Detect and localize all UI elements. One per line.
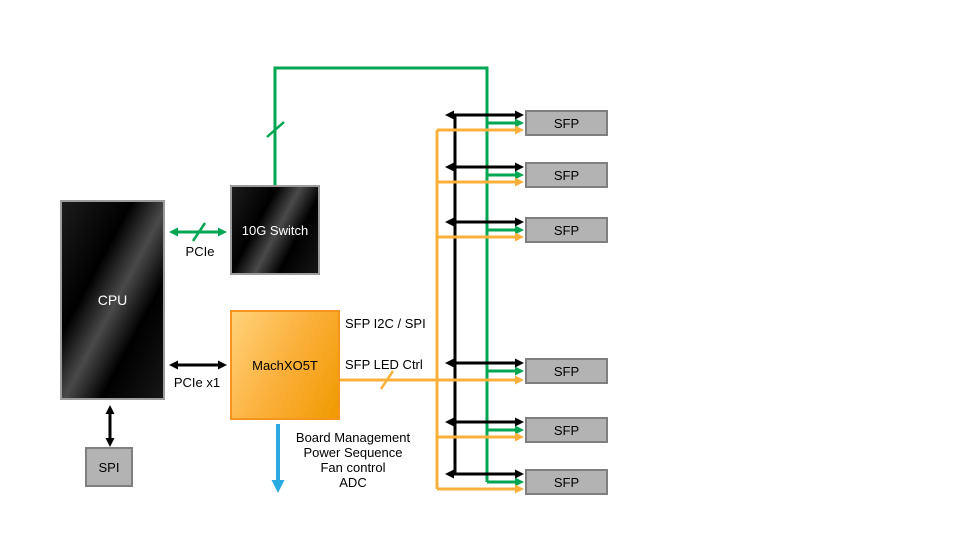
sfp-block-5: SFP [525, 417, 608, 443]
mgmt-line-1: Board Management [295, 430, 411, 445]
pcie-x1-label: PCIe x1 [173, 375, 221, 390]
pcie-link-green [169, 222, 227, 242]
mgmt-line-4: ADC [339, 475, 367, 490]
sfp-block-3: SFP [525, 217, 608, 243]
black-sfp-bus [445, 110, 524, 479]
switch-block: 10G Switch [230, 185, 320, 275]
board-management-arrow [271, 424, 285, 493]
mgmt-line-3: Fan control [320, 460, 386, 475]
fpga-block: MachXO5T [230, 310, 340, 420]
sfp-led-ctrl-label: SFP LED Ctrl [345, 357, 423, 372]
spi-block: SPI [85, 447, 133, 487]
spi-link [105, 405, 115, 447]
orange-sfp-bus [340, 125, 524, 494]
pcie-label: PCIe [185, 244, 215, 259]
pcie-x1-link [169, 360, 227, 370]
cpu-block: CPU [60, 200, 165, 400]
board-management-labels: Board Management Power Sequence Fan cont… [288, 430, 418, 490]
green-ethernet-bus [266, 66, 524, 487]
sfp-block-2: SFP [525, 162, 608, 188]
sfp-block-4: SFP [525, 358, 608, 384]
mgmt-line-2: Power Sequence [303, 445, 403, 460]
sfp-block-1: SFP [525, 110, 608, 136]
sfp-block-6: SFP [525, 469, 608, 495]
sfp-i2c-spi-label: SFP I2C / SPI [345, 316, 426, 331]
